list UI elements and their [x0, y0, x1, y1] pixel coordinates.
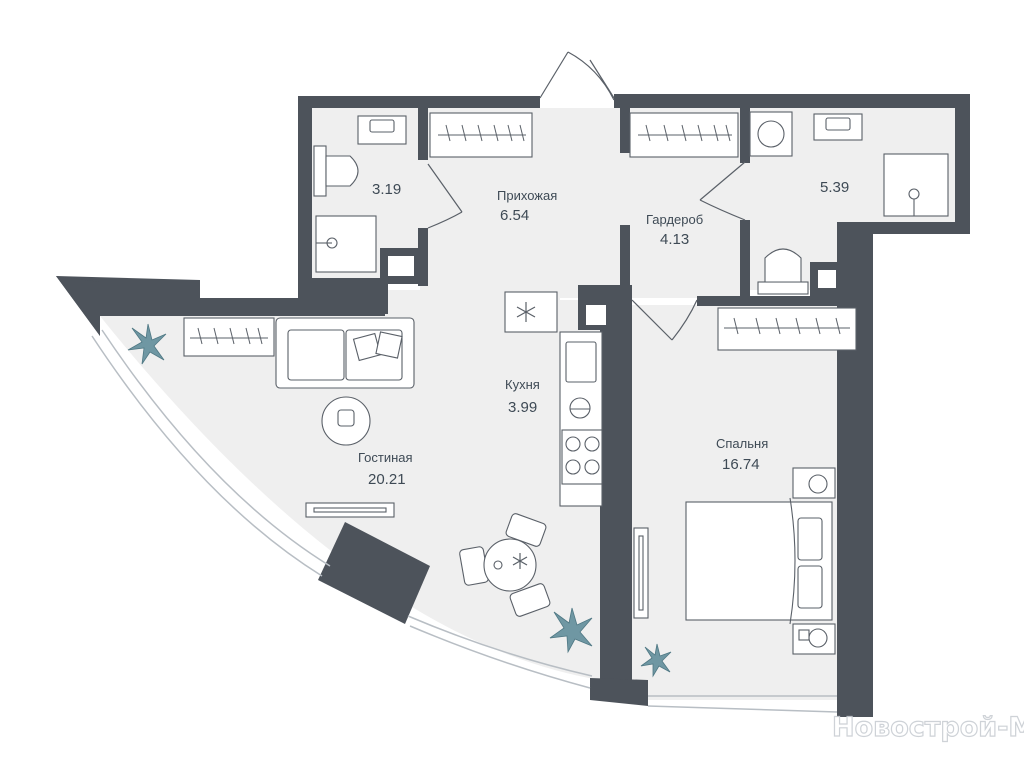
wardrobe-closet-bedroom: [717, 307, 857, 351]
walls: [56, 94, 970, 717]
doors: [427, 51, 746, 341]
door-swing-icon-small-bath: [427, 163, 463, 229]
stove-icon: [561, 429, 603, 485]
plant-icon-living-top: [127, 323, 167, 365]
nightstand-bottom: [792, 623, 836, 655]
column-living: [318, 522, 430, 624]
room-labels: 3.19 Прихожая 6.54 Гардероб 4.13 5.39 Ку…: [358, 179, 849, 488]
windows: [91, 329, 838, 713]
wall-top-right: [614, 94, 970, 108]
window-living-bottom: [407, 615, 593, 677]
wall-wardrobe-right-lower: [740, 220, 750, 298]
area-wardrobe: 4.13: [660, 231, 689, 248]
label-hallway: Прихожая: [497, 188, 557, 203]
wall-right-bedroom-lower: [837, 545, 873, 717]
window-living-curve-inner: [101, 329, 331, 567]
area-living: 20.21: [368, 471, 406, 488]
area-bath-large: 5.39: [820, 179, 849, 196]
dining-set: [459, 513, 551, 617]
wall-kitchen-top-inner: [586, 305, 606, 325]
wall-bath-hall-lower: [418, 228, 428, 286]
wall-bath-hall: [418, 108, 428, 160]
area-bath-small: 3.19: [372, 181, 401, 198]
door-swing-icon-wardrobe: [699, 161, 746, 221]
area-kitchen: 3.99: [508, 399, 537, 416]
sofa: [275, 317, 415, 389]
door-swing-icon-entrance: [539, 51, 615, 101]
closet-hangers: [197, 124, 841, 345]
wall-bottom-corner: [590, 678, 648, 706]
plant-icon-living-bottom: [549, 607, 593, 654]
wall-living-top: [56, 276, 385, 336]
wall-left-bath: [298, 96, 312, 301]
wall-wardrobe-right: [740, 108, 750, 163]
wall-tip: [56, 276, 100, 336]
nightstand-top: [792, 467, 836, 499]
shower-icon-large-bath: [883, 153, 949, 217]
area-bedroom: 16.74: [722, 456, 760, 473]
snowflake-icon-table: [512, 553, 528, 569]
label-kitchen: Кухня: [505, 377, 540, 392]
toilet-icon-large-bath: [757, 248, 809, 295]
shower-icon-small-bath: [315, 215, 377, 273]
area-hallway: 6.54: [500, 207, 529, 224]
coffee-table: [321, 396, 371, 446]
fixtures: [183, 111, 949, 655]
sink-icon-large-bath: [813, 113, 863, 141]
tv-unit: [305, 502, 395, 518]
sink-icon-small-bath: [357, 115, 407, 145]
wall-wardrobe-bottom: [697, 296, 845, 306]
wardrobe-closet-living: [183, 317, 275, 357]
tv-bedroom: [633, 527, 649, 619]
snowflake-icon: [516, 302, 536, 322]
bed: [685, 497, 833, 625]
label-bedroom: Спальня: [716, 436, 768, 451]
window-living-curve: [91, 335, 323, 577]
wall-top-left: [298, 96, 540, 108]
shaft-large-inner: [818, 270, 836, 288]
wall-wardrobe-left-lower: [620, 225, 630, 297]
plants: [127, 323, 672, 678]
watermark: Новострой-М: [832, 712, 1024, 743]
door-swing-icon-bedroom: [631, 299, 698, 341]
window-living-bottom-inner: [409, 625, 591, 689]
label-wardrobe: Гардероб: [646, 212, 703, 227]
shaft-small-inner: [388, 256, 414, 276]
fridge: [504, 291, 558, 333]
wall-kitchen-right: [600, 300, 632, 700]
label-living: Гостиная: [358, 450, 413, 465]
washing-machine-icon: [749, 111, 793, 157]
wall-step: [845, 222, 970, 234]
toilet-icon-small-bath: [313, 145, 359, 197]
plant-icon-bedroom: [640, 643, 672, 678]
wall-wardrobe-left: [620, 108, 630, 153]
wall-right-bath: [955, 94, 970, 234]
window-bedroom-inner: [647, 705, 838, 713]
